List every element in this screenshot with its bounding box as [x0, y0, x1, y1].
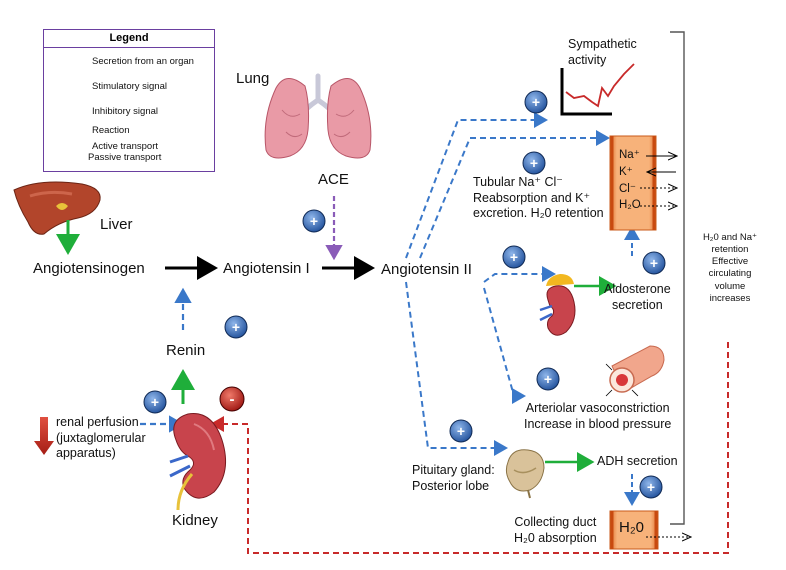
legend-label-secretion: Secretion from an organ — [92, 56, 194, 67]
tubule-icon — [609, 135, 676, 231]
bracket — [670, 31, 685, 525]
renin-label: Renin — [166, 342, 206, 359]
legend-label-passive: Passive transport — [88, 152, 162, 163]
angiotensinogen-label: Angiotensinogen — [33, 260, 145, 277]
ace-label: ACE — [318, 171, 349, 188]
legend-title: Legend — [44, 32, 214, 48]
liver-label: Liver — [100, 216, 133, 233]
adh-label: ADH secretion — [597, 454, 678, 468]
legend-minus-sign: - — [56, 95, 61, 107]
ion-k: K⁺ — [619, 166, 633, 178]
tubular-label: Tubular Na⁺ Cl⁻ Reabsorption and K⁺ excr… — [473, 175, 604, 221]
collecting-duct-label: Collecting duct H₂0 absorption — [514, 515, 597, 545]
ion-h2o: H₂O — [619, 199, 641, 211]
legend-label-reaction: Reaction — [92, 125, 130, 136]
angiotensin-1-label: Angiotensin I — [223, 260, 310, 277]
collecting-duct-icon — [609, 510, 690, 550]
kidney-icon — [169, 413, 227, 511]
summary-label: H₂0 and Na⁺ retention Effective circulat… — [702, 232, 758, 304]
aldosterone-label: Aldosterone secretion — [604, 282, 671, 312]
angiotensin-2-label: Angiotensin II — [381, 261, 472, 278]
artery-icon — [605, 345, 665, 397]
liver-icon — [13, 181, 101, 235]
legend-label-stimulatory: Stimulatory signal — [92, 81, 167, 92]
sympathetic-label: Sympathetic activity — [568, 37, 637, 67]
arteriolar-label: Arteriolar vasoconstriction Increase in … — [524, 401, 672, 431]
legend-label-active: Active transport — [92, 141, 158, 152]
kidney-label: Kidney — [172, 512, 218, 529]
decrease-arrow-icon — [34, 417, 54, 455]
sympathetic-chart-icon — [560, 63, 635, 116]
ion-cl: Cl⁻ — [619, 183, 636, 195]
legend: Legend — [43, 29, 215, 172]
lung-icon — [264, 73, 372, 159]
renal-perfusion-label: renal perfusion (juxtaglomerular apparat… — [56, 415, 146, 461]
lung-label: Lung — [236, 70, 270, 87]
pituitary-label: Pituitary gland: Posterior lobe — [412, 463, 495, 493]
ion-na: Na⁺ — [619, 149, 640, 161]
adrenal-kidney-icon — [539, 274, 576, 336]
legend-label-inhibitory: Inhibitory signal — [92, 106, 159, 117]
legend-plus-sign: + — [55, 72, 62, 83]
h2o-box-label: H₂0 — [619, 519, 644, 536]
pituitary-icon — [505, 449, 545, 499]
